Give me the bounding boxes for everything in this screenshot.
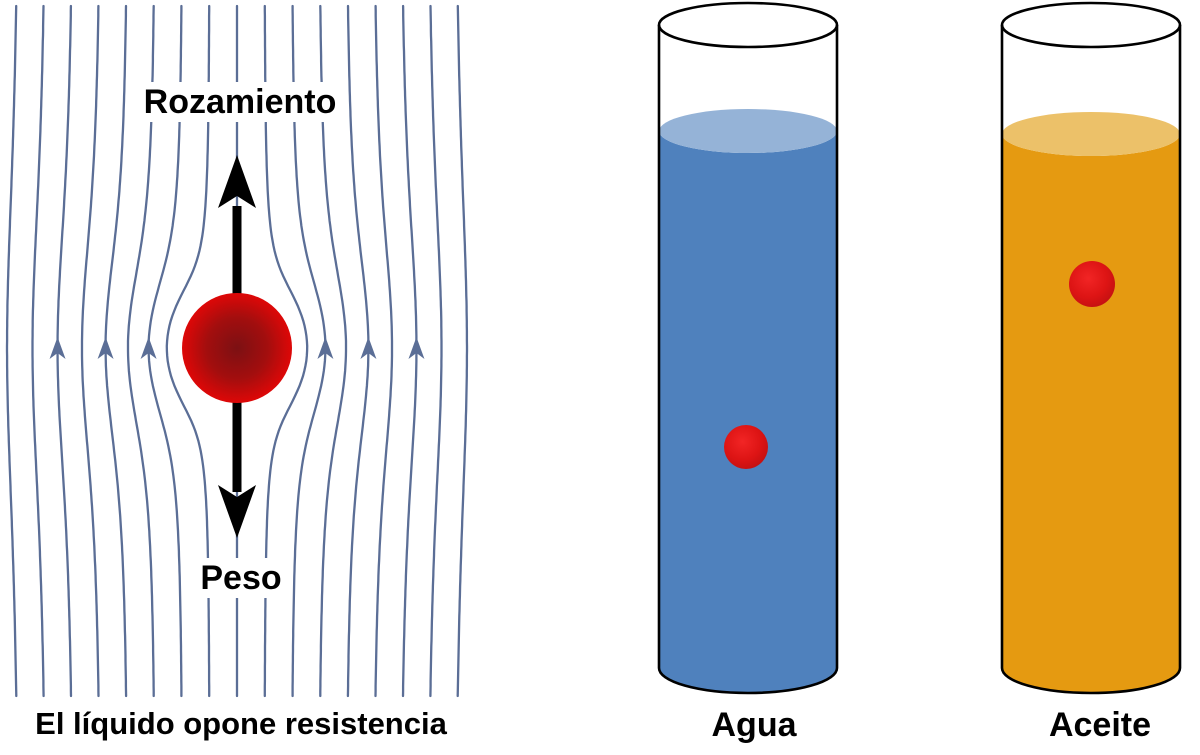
agua-glass-mouth — [657, 1, 839, 49]
aceite-label: Aceite — [1048, 706, 1152, 744]
rozamiento-arrow-head — [218, 155, 256, 208]
streamline — [31, 4, 45, 698]
rozamiento-label: Rozamiento — [134, 82, 346, 123]
agua-label: Agua — [711, 706, 797, 744]
streamline — [374, 4, 394, 698]
streamline-arrowhead — [49, 337, 66, 359]
aceite-ball — [1069, 261, 1115, 307]
agua-liquid — [659, 131, 837, 693]
streamline-arrowhead — [97, 337, 114, 359]
streamline — [456, 4, 469, 698]
streamline-arrowhead — [360, 337, 377, 359]
streamline — [5, 4, 18, 698]
aceite-liquid-surface — [1002, 112, 1180, 156]
peso-label: Peso — [191, 558, 291, 599]
aceite-glass-outline — [1000, 25, 1182, 695]
streamline — [80, 4, 100, 698]
flow-caption: El líquido opone resistencia — [35, 706, 447, 741]
streamline-arrowhead — [140, 337, 157, 359]
agua-liquid-surface — [659, 109, 837, 153]
agua-ball — [724, 425, 768, 469]
streamline-arrowhead — [317, 337, 334, 359]
aceite-glass-mouth — [1000, 1, 1182, 49]
agua-glass-outline — [657, 25, 839, 695]
falling-sphere — [182, 293, 292, 403]
peso-arrow-head — [218, 485, 256, 538]
aceite-liquid — [1002, 134, 1180, 693]
streamline — [429, 4, 443, 698]
streamline-arrowhead — [408, 337, 425, 359]
